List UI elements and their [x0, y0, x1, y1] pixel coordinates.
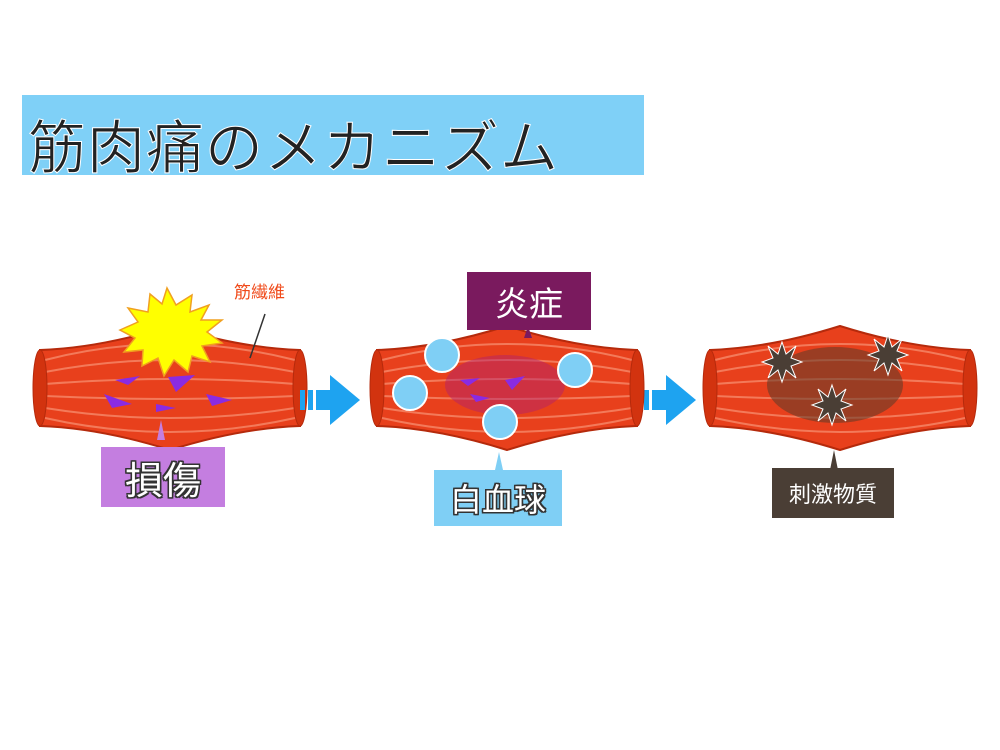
page-title: 筋肉痛のメカニズム	[27, 114, 560, 183]
impact-burst-icon	[118, 286, 225, 378]
irritant-label: 刺激物質	[772, 468, 894, 518]
muscle-fiber-annotation: 筋繊維	[234, 283, 285, 303]
damage-label: 損傷	[101, 447, 225, 507]
title-banner: 筋肉痛のメカニズム	[22, 95, 644, 183]
arrow-right-icon	[636, 375, 696, 425]
white-blood-cells	[392, 337, 593, 440]
inflammation-label: 炎症	[467, 272, 591, 330]
damage-marks	[104, 375, 232, 412]
arrow-right-icon	[300, 375, 360, 425]
white-blood-cell-label: 白血球	[434, 470, 562, 526]
